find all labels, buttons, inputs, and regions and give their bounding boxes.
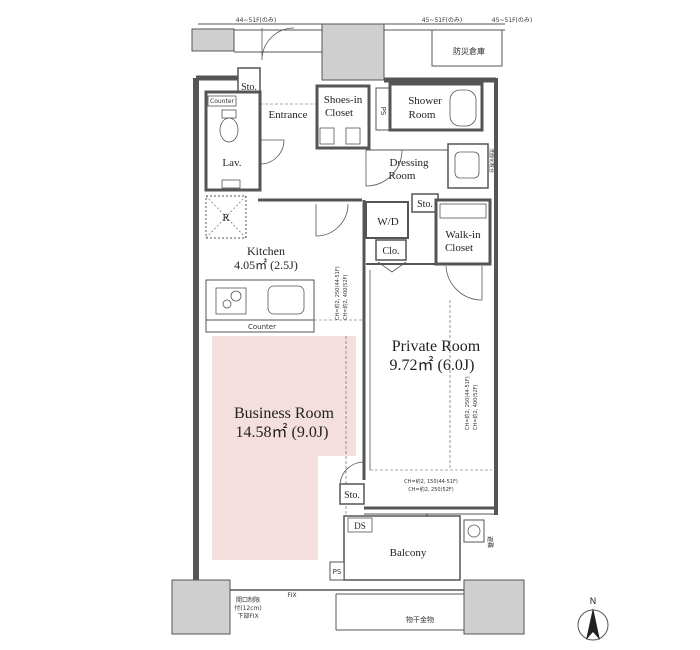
closet-door-swing xyxy=(445,265,483,301)
washbasin-icon xyxy=(447,143,489,189)
north-compass-icon: N xyxy=(577,597,609,641)
closet-label: Clo. xyxy=(383,246,400,257)
top-left-dim-note: 44~51F(のみ) xyxy=(236,17,276,24)
top-right-dim-note-2: 45~51F(のみ) xyxy=(492,17,532,24)
lav-label: Lav. xyxy=(222,157,241,169)
fix-note-2: 付(12cm) xyxy=(234,604,261,612)
refrigerator-space xyxy=(205,195,247,239)
storage-bottom xyxy=(339,483,365,505)
kitchen-area: 4.05㎡ (2.5J) xyxy=(234,258,298,272)
disaster-storage-box xyxy=(431,29,503,67)
ch-bottom-note-2: CH=約2, 250(52F) xyxy=(408,486,454,493)
shower-room xyxy=(388,82,484,132)
counter-lav-label: Counter xyxy=(210,98,235,105)
balcony-label: Balcony xyxy=(390,547,427,559)
ds-box xyxy=(347,517,373,533)
kitchen-name: Kitchen xyxy=(247,244,285,258)
wd-label: W/D xyxy=(377,216,398,228)
shower-room-label-1: Shower xyxy=(408,95,442,107)
top-exterior: 防災倉庫 44~51F(のみ) 45~51F(のみ) 45~51F(のみ) xyxy=(191,17,532,81)
laundry-note: 物干金物 xyxy=(406,615,434,624)
entrance-label: Entrance xyxy=(268,109,307,121)
main-door-swing xyxy=(261,27,295,61)
fix-label: FIX xyxy=(287,592,296,599)
fix-note-3: 下部FIX xyxy=(237,612,258,620)
ds-label: DS xyxy=(354,521,366,531)
ch-kitchen-note-2: CH=約2, 400(52F) xyxy=(342,274,349,320)
business-room-name: Business Room xyxy=(234,405,335,422)
ps-bottom xyxy=(329,561,345,581)
dressing-door-swing xyxy=(365,149,403,187)
private-room-area: 9.72㎡ (6.0J) xyxy=(390,356,475,374)
stove-burner-icon xyxy=(230,290,242,302)
ps-bottom-label: PS xyxy=(333,568,342,576)
shoes-closet-label-2: Closet xyxy=(325,107,353,119)
outer-walls xyxy=(193,75,498,580)
dressing-room-label-2: Room xyxy=(389,170,416,182)
bottom-left-column xyxy=(171,579,231,635)
ch-kitchen-note-1: CH=約2, 250(44-51F) xyxy=(334,266,341,320)
sink-icon xyxy=(267,285,305,315)
kitchen-counter xyxy=(205,279,315,321)
refrigerator-label: R xyxy=(223,213,230,224)
dressing-room-label-1: Dressing xyxy=(389,157,429,169)
compass-label: N xyxy=(590,597,597,607)
counter-kitchen-label: Counter xyxy=(248,323,276,331)
dressing-side-note: 洗面化粧台 xyxy=(488,148,495,173)
top-center-column xyxy=(321,23,385,81)
ch-bottom-note-1: CH=約2, 150(44-51F) xyxy=(404,478,458,485)
ps-top-label: PS xyxy=(379,107,387,116)
shower-room-label-2: Room xyxy=(409,109,436,121)
stove-burner-icon xyxy=(222,299,232,309)
kitchen-door-swing xyxy=(315,203,349,237)
lav-door-swing xyxy=(259,139,285,165)
bottom-right-column xyxy=(463,579,525,635)
disaster-storage-label: 防災倉庫 xyxy=(453,46,485,56)
business-room-area: 14.58㎡ (9.0J) xyxy=(236,423,329,441)
washer-dryer xyxy=(365,201,409,239)
storage-bottom-label: Sto. xyxy=(344,490,360,501)
fix-note-1: 開口制限 xyxy=(236,596,260,604)
walkin-closet-label-2: Closet xyxy=(445,242,473,254)
top-left-column xyxy=(191,28,235,52)
right-small-note: 避難 xyxy=(486,536,494,548)
shoes-closet-label-1: Shoes-in xyxy=(324,94,363,106)
storage-dressing-label: Sto. xyxy=(417,199,433,210)
storage-top-label: Sto. xyxy=(241,82,257,93)
toilet-icon xyxy=(219,109,239,143)
closet-small xyxy=(375,239,407,261)
ch-private-note-2: CH=約2, 400(52F) xyxy=(472,384,479,430)
ch-private-note-1: CH=約2, 250(44-51F) xyxy=(464,376,471,430)
walkin-closet-label-1: Walk-in xyxy=(445,229,481,241)
business-room-fill xyxy=(212,336,356,560)
outdoor-unit-icon xyxy=(463,519,485,543)
walkin-closet xyxy=(434,198,492,266)
top-right-dim-note: 45~51F(のみ) xyxy=(422,17,462,24)
private-room-name: Private Room xyxy=(392,338,481,355)
